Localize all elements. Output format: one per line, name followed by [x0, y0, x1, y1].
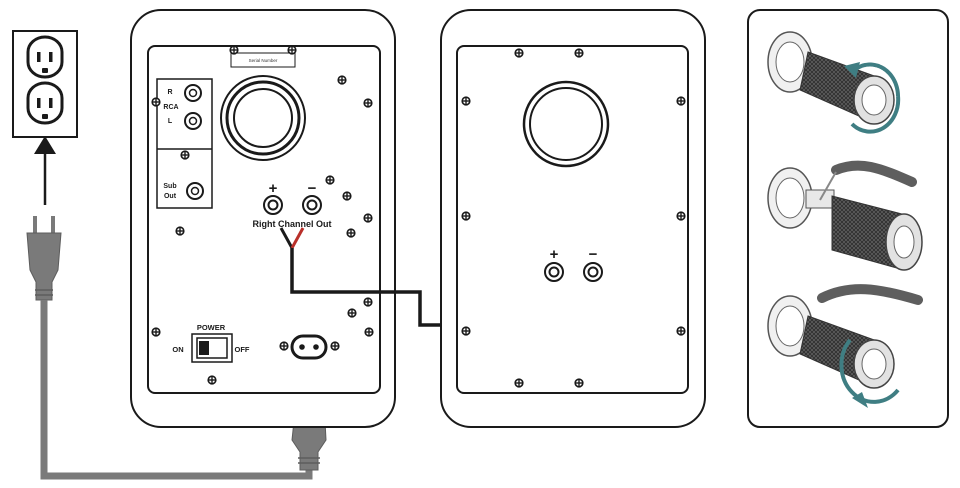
screw-icon — [514, 48, 524, 58]
screw-icon — [574, 48, 584, 58]
screw-icon — [175, 226, 185, 236]
input-plus-sign: + — [550, 246, 559, 263]
power-switch-panel: POWER ON OFF — [172, 323, 250, 363]
binding-post-steps-panel — [747, 9, 949, 428]
input-terminal-positive — [544, 262, 564, 282]
screw-icon — [363, 213, 373, 223]
screw-icon — [514, 378, 524, 388]
power-cord-cable — [40, 300, 313, 480]
power-rocker-switch — [199, 341, 209, 355]
screw-icon — [342, 191, 352, 201]
screw-icon — [325, 175, 335, 185]
iec-power-inlet — [290, 334, 328, 360]
outlet-socket-bottom — [26, 81, 64, 125]
serial-number-label: Serial Number — [249, 58, 278, 63]
binding-post-step-2 — [767, 160, 923, 271]
screw-icon — [279, 341, 289, 351]
screw-icon — [676, 96, 686, 106]
rotate-arrow-icon — [844, 62, 901, 134]
screw-icon — [207, 375, 217, 385]
output-minus-sign: − — [308, 180, 317, 197]
screw-icon — [461, 96, 471, 106]
screw-icon — [347, 308, 357, 318]
screw-icon — [287, 45, 297, 55]
power-label: POWER — [197, 323, 226, 332]
screw-icon — [330, 341, 340, 351]
screw-set — [151, 45, 686, 388]
rca-jack-l — [184, 112, 202, 130]
screw-icon — [461, 211, 471, 221]
passive-speaker-back: + − — [440, 9, 706, 428]
sub-out-label-line1: Sub — [163, 183, 176, 190]
output-plus-sign: + — [269, 180, 278, 197]
plug-in-arrow-outlet — [34, 136, 56, 205]
screw-icon — [180, 150, 190, 160]
outlet-socket-top — [26, 35, 64, 79]
switch-off-label: OFF — [235, 345, 250, 354]
sub-out-label-line2: Out — [164, 193, 177, 200]
power-plug-icon — [26, 216, 62, 301]
binding-post-step-3 — [767, 284, 923, 408]
screw-icon — [364, 327, 374, 337]
sub-out-jack — [186, 182, 204, 200]
binding-post-step-1 — [767, 31, 901, 134]
screw-icon — [363, 297, 373, 307]
screw-icon — [346, 228, 356, 238]
rca-label: RCA — [163, 104, 178, 111]
active-speaker-back: Serial Number R RCA L Sub Out — [130, 9, 396, 428]
screw-icon — [229, 45, 239, 55]
switch-on-label: ON — [172, 345, 183, 354]
screw-icon — [363, 98, 373, 108]
port-icon — [522, 80, 610, 168]
screw-icon — [461, 326, 471, 336]
screw-icon — [676, 211, 686, 221]
screw-icon — [151, 97, 161, 107]
serial-number-plate: Serial Number — [230, 52, 296, 68]
screw-icon — [151, 327, 161, 337]
output-terminal-positive — [263, 195, 283, 215]
input-terminal-negative — [583, 262, 603, 282]
screw-icon — [337, 75, 347, 85]
screw-icon — [574, 378, 584, 388]
rotate-arrow-icon — [839, 338, 900, 408]
woofer-port-icon — [220, 75, 306, 161]
rca-l-label: L — [168, 118, 173, 125]
output-terminal-negative — [302, 195, 322, 215]
rca-jack-r — [184, 84, 202, 102]
screw-icon — [676, 326, 686, 336]
input-minus-sign: − — [589, 246, 598, 263]
wall-outlet-icon — [12, 30, 78, 138]
rca-r-label: R — [167, 89, 172, 96]
right-channel-out-label: Right Channel Out — [253, 219, 332, 229]
input-panel: R RCA L Sub Out — [156, 78, 213, 209]
